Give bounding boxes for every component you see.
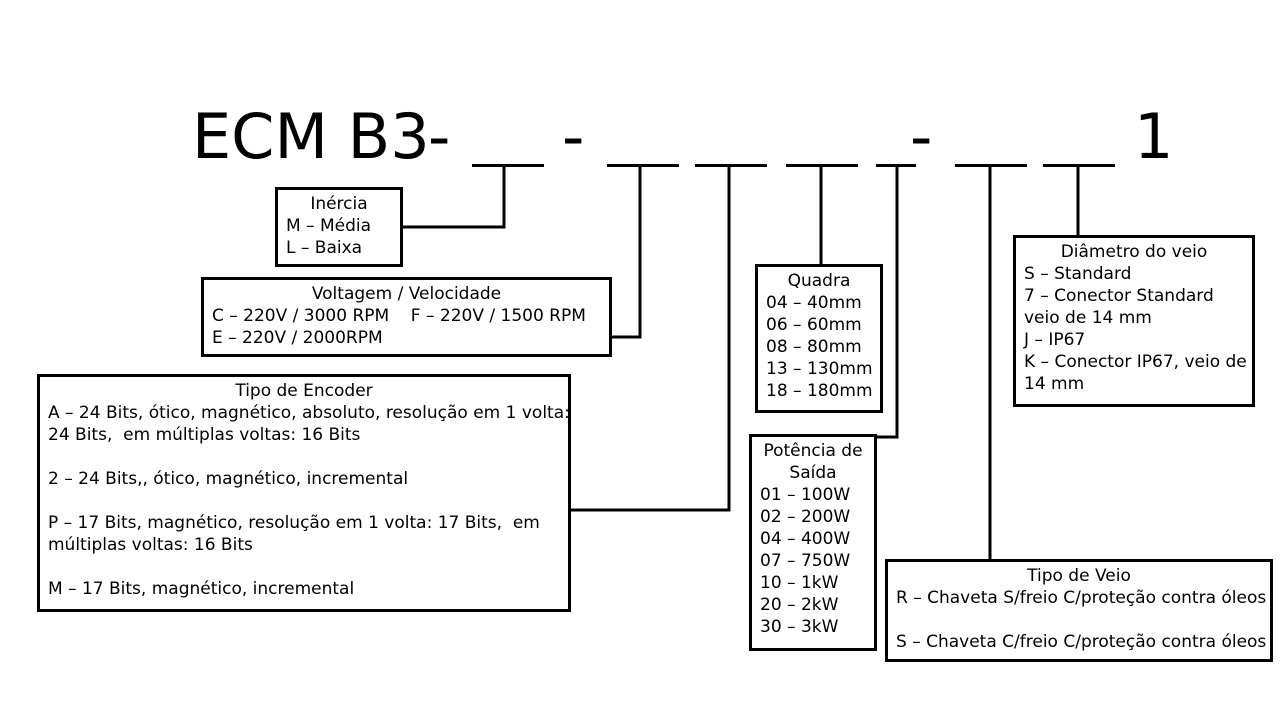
potencia-option: 07 – 750W — [760, 551, 851, 571]
potencia-title: Potência de — [763, 441, 863, 461]
voltagem-box: Voltagem / Velocidade C – 220V / 3000 RP… — [201, 277, 612, 357]
tipo-veio-title: Tipo de Veio — [1027, 566, 1131, 586]
diametro-option: K – Conector IP67, veio de — [1024, 352, 1247, 372]
encoder-option: 2 – 24 Bits,, ótico, magnético, incremen… — [48, 469, 409, 489]
tipo-veio-option: S – Chaveta C/freio C/proteção contra ól… — [896, 632, 1267, 652]
potencia-option: 30 – 3kW — [760, 617, 839, 637]
inercia-option: M – Média — [286, 216, 372, 236]
diametro-option: S – Standard — [1024, 264, 1132, 284]
slot-encoder — [695, 164, 767, 167]
slot-voltagem — [607, 164, 679, 167]
potencia-option: 01 – 100W — [760, 485, 851, 505]
tipo-veio-option: R – Chaveta S/freio C/proteção contra ól… — [896, 588, 1267, 608]
diametro-option-cont: veio de 14 mm — [1024, 308, 1152, 328]
encoder-option: A – 24 Bits, ótico, magnético, absoluto,… — [48, 403, 570, 423]
encoder-box: Tipo de Encoder A – 24 Bits, ótico, magn… — [37, 374, 571, 612]
connector-potencia — [876, 164, 899, 439]
potencia-option: 02 – 200W — [760, 507, 851, 527]
model-suffix: 1 — [1134, 100, 1174, 173]
voltagem-title: Voltagem / Velocidade — [311, 284, 502, 304]
quadra-option: 06 – 60mm — [766, 315, 862, 335]
quadra-option: 08 – 80mm — [766, 337, 862, 357]
diametro-box: Diâmetro do veio S – Standard 7 – Conect… — [1013, 235, 1255, 407]
connector-encoder — [569, 164, 731, 512]
quadra-title: Quadra — [787, 271, 851, 291]
tipo-veio-box: Tipo de Veio R – Chaveta S/freio C/prote… — [885, 559, 1273, 662]
quadra-option: 13 – 130mm — [766, 359, 873, 379]
encoder-option: M – 17 Bits, magnético, incremental — [48, 579, 355, 599]
encoder-option-cont: múltiplas voltas: 16 Bits — [48, 535, 253, 555]
inercia-box: Inércia M – Média L – Baixa — [275, 187, 403, 267]
voltagem-option: E – 220V / 2000RPM — [212, 328, 383, 348]
quadra-option: 18 – 180mm — [766, 381, 873, 401]
potencia-option: 10 – 1kW — [760, 573, 839, 593]
encoder-title: Tipo de Encoder — [235, 381, 373, 401]
quadra-option: 04 – 40mm — [766, 293, 862, 313]
slot-inercia — [472, 164, 544, 167]
separator-2: - — [562, 100, 585, 173]
quadra-box: Quadra 04 – 40mm 06 – 60mm 08 – 80mm 13 … — [755, 264, 883, 413]
connector-voltagem — [610, 164, 642, 339]
inercia-option: L – Baixa — [286, 238, 363, 258]
diametro-title: Diâmetro do veio — [1060, 242, 1208, 262]
inercia-title: Inércia — [310, 194, 368, 214]
diametro-option-cont: 14 mm — [1024, 374, 1085, 394]
diametro-option: 7 – Conector Standard — [1024, 286, 1214, 306]
voltagem-option: C – 220V / 3000 RPM F – 220V / 1500 RPM — [212, 306, 586, 326]
diametro-option: J – IP67 — [1024, 330, 1086, 350]
encoder-option-cont: 24 Bits, em múltiplas voltas: 16 Bits — [48, 425, 361, 445]
potencia-box: Potência de Saída 01 – 100W 02 – 200W 04… — [749, 434, 877, 651]
potencia-option: 20 – 2kW — [760, 595, 839, 615]
potencia-title-cont: Saída — [789, 463, 837, 483]
potencia-option: 04 – 400W — [760, 529, 851, 549]
separator-1: - — [428, 100, 451, 173]
encoder-option: P – 17 Bits, magnético, resolução em 1 v… — [48, 513, 540, 533]
model-prefix: ECM B3 — [192, 100, 430, 173]
connector-inercia — [401, 164, 506, 229]
separator-3: - — [910, 100, 933, 173]
